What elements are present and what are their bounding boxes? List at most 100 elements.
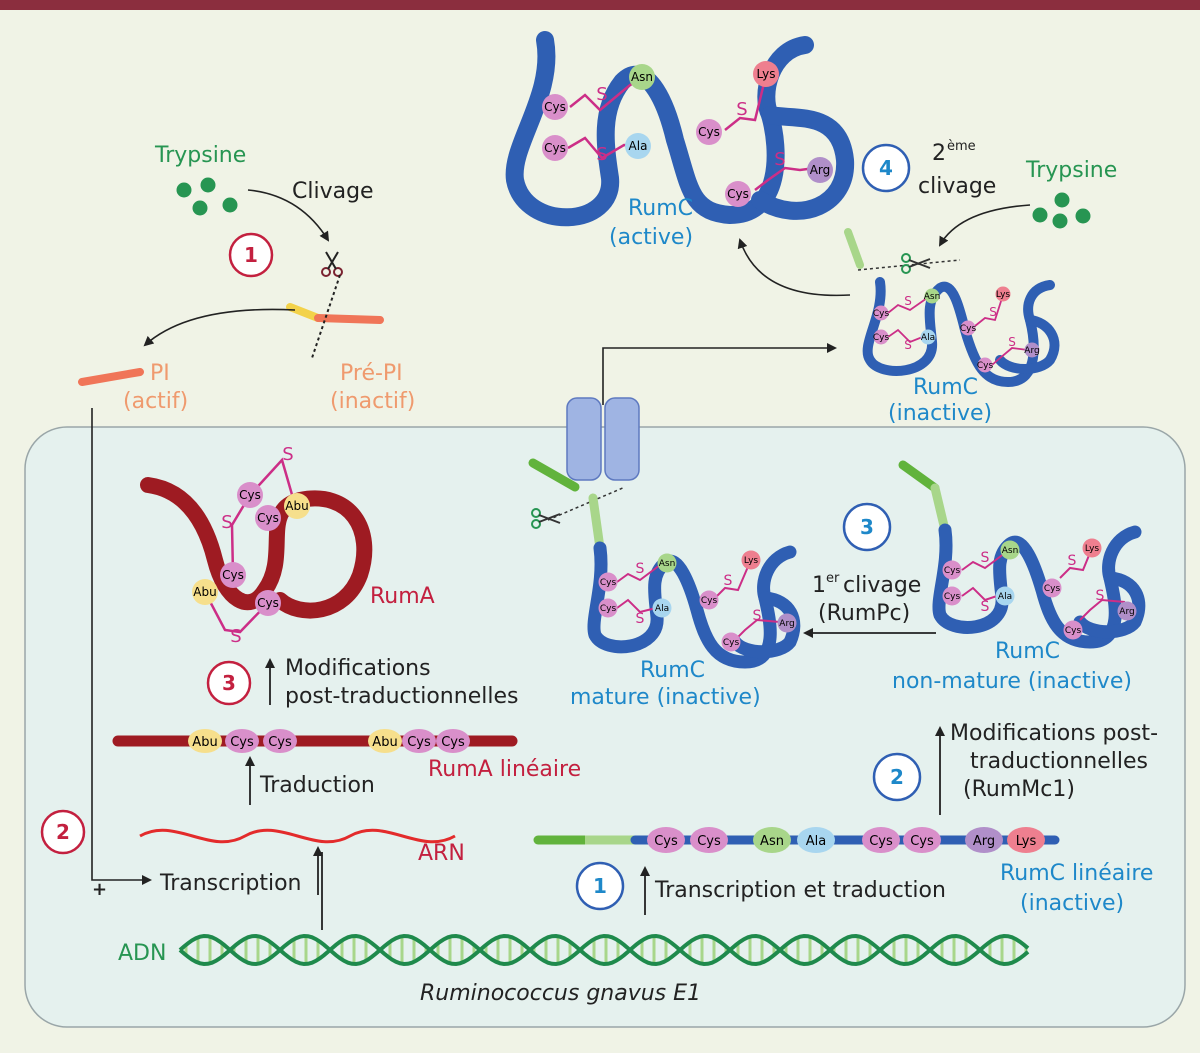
residue-label: Asn [1002, 546, 1019, 556]
residue-label: Cys [600, 578, 617, 588]
residue-label: Cys [1044, 584, 1061, 594]
sulfur-label: S [596, 84, 607, 105]
pi-release-arrow [143, 308, 296, 347]
ruma-structure: Cys Cys Abu Cys Abu Cys S S S [140, 444, 373, 647]
rumc-inactive-label-2: (inactive) [888, 401, 992, 426]
residue-label: Cys [944, 592, 961, 602]
second-cleavage-exponent: ème [947, 139, 976, 154]
pre-pi-propeptide [286, 303, 322, 322]
sulfur-label: S [1068, 553, 1077, 569]
rumc-mature-structure: Cys Cys Asn Ala Cys Cys Lys Arg S S S S [587, 493, 801, 669]
transcription-translation-label: Transcription et traduction [654, 878, 946, 903]
pre-pi-label: Pré-PI [340, 361, 403, 386]
residue-label: Cys [723, 638, 740, 648]
residue-label: Lys [1085, 544, 1100, 554]
residue-label: Abu [285, 499, 308, 513]
sulfur-label: S [230, 626, 241, 647]
trypsin-to-rumc-arrow [939, 204, 1031, 247]
residue-cys [862, 827, 900, 853]
ruma-modifications-line-2: post-traductionnelles [285, 684, 518, 709]
second-cleavage-word: clivage [918, 174, 996, 199]
sulfur-label: S [981, 550, 990, 566]
rummc1-label: (RumMc1) [963, 777, 1075, 802]
sulfur-label: S [981, 599, 990, 615]
residue-label: Cys [222, 568, 244, 582]
rumc-inactive-structure: Cys Cys Asn Ala Cys Cys Lys Arg S S S S [844, 228, 1060, 388]
residue-label: Cys [910, 834, 934, 849]
residue-asn [753, 827, 791, 853]
pre-pi-state-label: (inactif) [330, 389, 415, 414]
pi-to-transcription-arrow [91, 408, 152, 885]
step-red-2 [40, 809, 86, 855]
residue-label: Cys [873, 333, 890, 343]
residue-label: Cys [977, 361, 994, 371]
sulfur-label: S [904, 294, 912, 308]
residue-label: Cys [654, 834, 678, 849]
dna-label: ADN [118, 941, 166, 966]
residue-label: Asn [659, 559, 676, 569]
activation-plus: + [92, 879, 107, 900]
cleaved-leader-peptide [528, 458, 580, 492]
clivage-label: Clivage [292, 179, 374, 204]
cleavage-site-line [311, 274, 341, 359]
residue-cys [225, 729, 259, 753]
rumc-active-structure: Cys Cys Asn Ala Cys Cys Lys Arg S S S S [505, 31, 855, 227]
pi-state-label: (actif) [123, 389, 188, 414]
residue-label: Abu [192, 735, 217, 750]
residue-label: Cys [544, 100, 566, 114]
residue-label: Cys [960, 324, 977, 334]
residue-cys [690, 827, 728, 853]
organism-label: Ruminococcus gnavus E1 [420, 981, 701, 1006]
dna-strand [178, 933, 1030, 967]
residue-label: Cys [257, 596, 279, 610]
rumpc-label: (RumPc) [818, 601, 910, 626]
residue-label: Cys [230, 735, 254, 750]
step-blue-3 [842, 502, 892, 552]
pi-peptide [78, 368, 144, 386]
sulfur-label: S [724, 573, 733, 589]
residue-ala [797, 827, 835, 853]
step-red-3-number: 3 [222, 671, 236, 695]
step-red-2-number: 2 [56, 820, 70, 844]
step-red-1 [228, 232, 274, 278]
rumc-nonmature-label-2: non-mature (inactive) [892, 669, 1132, 694]
second-cleavage-number: 2 [932, 141, 946, 166]
residue-label: Cys [600, 604, 617, 614]
residue-cys [263, 729, 297, 753]
residue-label: Asn [924, 292, 941, 302]
export-arrow [602, 343, 837, 405]
residue-label: Cys [544, 141, 566, 155]
residue-label: Cys [697, 834, 721, 849]
residue-label: Cys [701, 596, 718, 606]
rna-label: ARN [418, 841, 465, 866]
activation-arrow [737, 238, 851, 297]
first-cleavage-word: clivage [843, 573, 921, 598]
sulfur-label: S [596, 144, 607, 165]
residue-label: Cys [257, 511, 279, 525]
residue-label: Lys [1016, 834, 1037, 849]
residue-label: Cys [239, 488, 261, 502]
residue-label: Ala [998, 592, 1012, 602]
sulfur-label: S [636, 561, 645, 577]
membrane-transporter [566, 397, 640, 481]
transcription-label: Transcription [159, 871, 302, 896]
dna-strand [178, 933, 1030, 967]
sulfur-label: S [904, 338, 912, 352]
residue-cys [647, 827, 685, 853]
pre-pi-peptide [314, 314, 384, 324]
residue-label: Arg [1119, 607, 1134, 617]
residue-abu [188, 729, 222, 753]
sulfur-label: S [1096, 588, 1105, 604]
sulfur-label: S [282, 444, 293, 465]
first-cleavage-line [547, 486, 626, 521]
residue-label: Ala [921, 333, 935, 343]
residue-label: Lys [757, 67, 776, 81]
residue-label: Abu [193, 585, 216, 599]
residue-label: Asn [760, 834, 784, 849]
sulfur-label: S [221, 512, 232, 533]
residue-label: Cys [1065, 626, 1082, 636]
ruma-linear-label: RumA linéaire [428, 757, 581, 782]
step-blue-1-number: 1 [593, 874, 607, 898]
